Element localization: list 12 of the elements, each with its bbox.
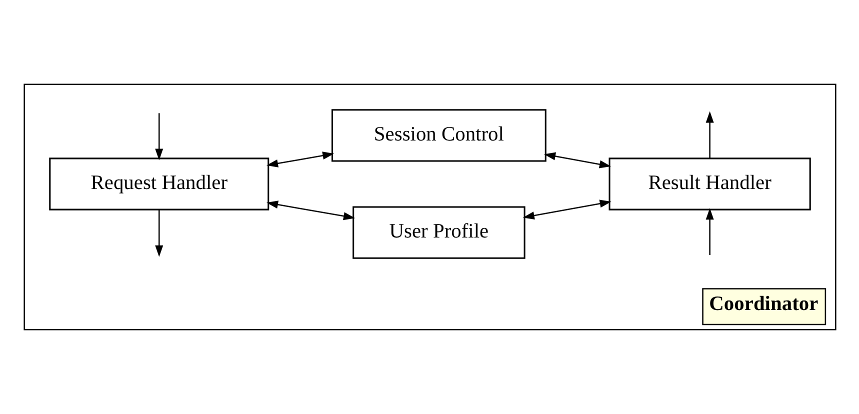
node-box: Result Handler (608, 158, 810, 210)
arrow (705, 208, 714, 255)
node-box: User Profile (352, 206, 525, 259)
node-box: Session Control (330, 109, 546, 162)
arrow (522, 200, 611, 220)
arrow (154, 113, 163, 160)
arrow (266, 152, 334, 168)
arrow (266, 200, 355, 220)
arrow (705, 111, 714, 158)
arrow (154, 210, 163, 257)
node-box: Request Handler (48, 158, 269, 210)
arrow (543, 152, 611, 168)
